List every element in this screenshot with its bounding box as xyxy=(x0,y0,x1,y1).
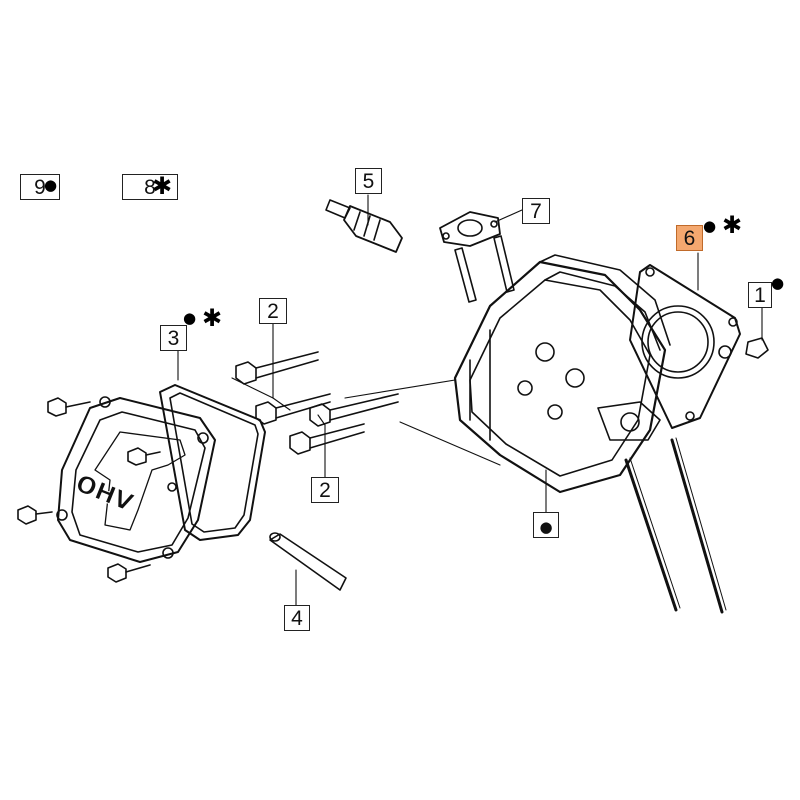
callout-6-star-marker: ✱ xyxy=(722,211,743,239)
callout-5[interactable]: 5 xyxy=(355,168,382,194)
callout-4[interactable]: 4 xyxy=(284,605,310,631)
callout-7[interactable]: 7 xyxy=(522,198,550,224)
cylinder-head xyxy=(453,254,671,494)
callout-dot-marker: ● xyxy=(539,518,553,536)
callout-dot[interactable]: ● xyxy=(533,512,559,538)
callout-3-dot-marker: ● xyxy=(183,309,197,327)
callout-2-lower[interactable]: 2 xyxy=(311,477,339,503)
exhaust-gasket xyxy=(439,211,501,247)
callout-1[interactable]: 1 xyxy=(748,282,772,308)
callout-8-star-marker: ✱ xyxy=(152,172,173,200)
valve-cover: OHV xyxy=(56,396,216,563)
spark-plug xyxy=(325,199,403,253)
callout-1-dot-marker: ● xyxy=(771,274,785,292)
leader-lines xyxy=(177,194,763,606)
dowel-pin xyxy=(269,532,347,591)
callout-6[interactable]: 6 xyxy=(676,225,703,251)
callout-3[interactable]: 3 xyxy=(160,325,187,351)
valve-cover-gasket xyxy=(159,384,266,541)
push-rods xyxy=(624,437,727,614)
callout-2-upper[interactable]: 2 xyxy=(259,298,287,324)
callout-3-star-marker: ✱ xyxy=(202,304,223,332)
studs xyxy=(454,235,515,303)
callout-9[interactable]: 9 xyxy=(20,174,60,200)
head-bolts xyxy=(235,351,399,455)
callout-8[interactable]: 8 xyxy=(122,174,178,200)
callout-6-dot-marker: ● xyxy=(703,217,717,235)
callout-9-dot-marker: ● xyxy=(44,176,58,194)
head-gasket xyxy=(629,264,741,429)
cover-bolts xyxy=(17,397,161,583)
breather-plug xyxy=(745,337,769,359)
